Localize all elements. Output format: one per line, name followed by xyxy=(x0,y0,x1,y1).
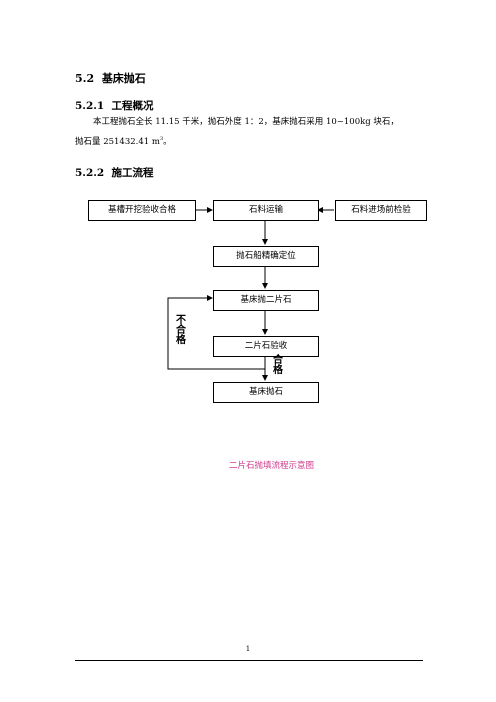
box-positioning: 抛石船精确定位 xyxy=(213,246,319,267)
subsection-number: 5.2.1 xyxy=(75,100,105,112)
box-throw-bed: 基床抛石 xyxy=(213,382,319,403)
arrow-fail-loop xyxy=(167,295,265,370)
subsection-heading-overview: 5.2.1 工程概况 xyxy=(75,98,154,113)
subsection-number: 5.2.2 xyxy=(75,167,105,179)
label-pass: 合格 xyxy=(273,355,283,376)
box-throw-secondary: 基床抛二片石 xyxy=(213,290,319,311)
footer-rule xyxy=(75,660,423,661)
subsection-title: 施工流程 xyxy=(111,167,154,179)
subsection-heading-process: 5.2.2 施工流程 xyxy=(75,165,154,180)
box-excavation: 基槽开挖验收合格 xyxy=(88,200,196,221)
page-number: 1 xyxy=(245,645,251,653)
box-transport: 石料运输 xyxy=(213,200,319,221)
label-fail: 不合格 xyxy=(176,315,186,346)
figure-caption: 二片石抛填流程示意图 xyxy=(229,461,315,471)
paragraph-line-1: 本工程抛石全长 11.15 千米，抛石外度 1：2，基床抛石采用 10~100k… xyxy=(93,117,399,127)
superscript: 3 xyxy=(159,136,164,142)
section-number: 5.2 xyxy=(75,72,95,85)
box-inspection: 石料进场前检验 xyxy=(335,200,427,221)
paragraph-line-2-end: 。 xyxy=(163,136,172,147)
box-acceptance: 二片石验收 xyxy=(213,336,319,357)
overview-paragraph: 本工程抛石全长 11.15 千米，抛石外度 1：2，基床抛石采用 10~100k… xyxy=(75,114,425,151)
subsection-title: 工程概况 xyxy=(111,100,154,112)
section-title: 基床抛石 xyxy=(101,72,146,85)
paragraph-line-2: 抛石量 251432.41 m xyxy=(75,136,160,147)
section-heading: 5.2 基床抛石 xyxy=(75,70,146,86)
